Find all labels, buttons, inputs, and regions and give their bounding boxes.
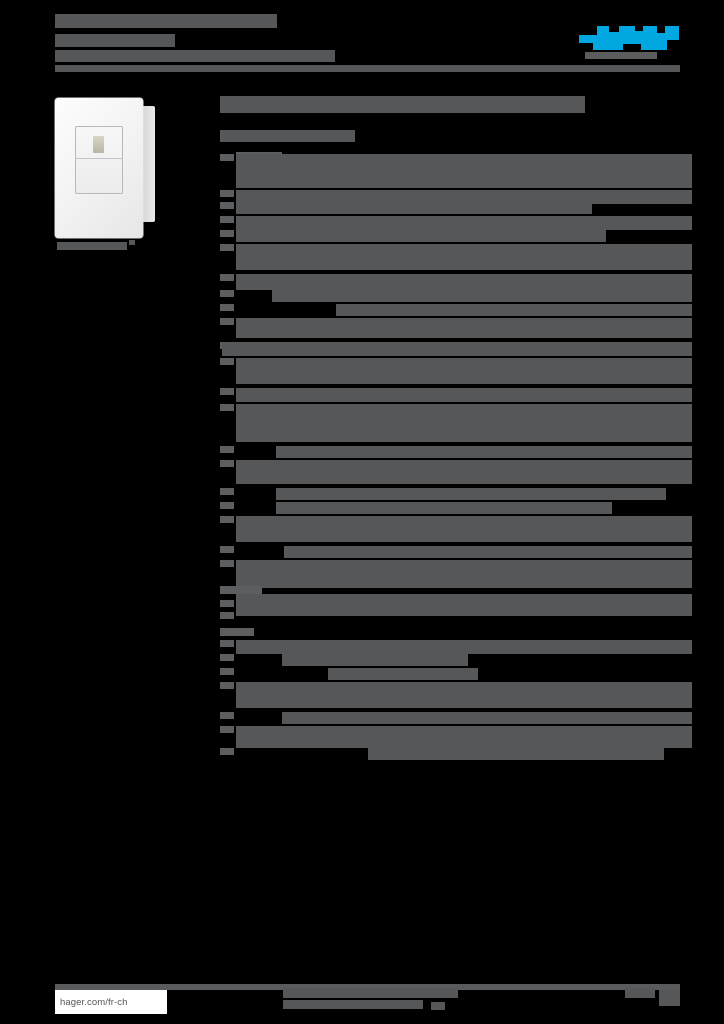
logo-mask-notch (579, 43, 593, 50)
footer-url-box[interactable]: hager.com/fr-ch (55, 990, 167, 1014)
row-label (220, 290, 234, 297)
header-divider-rule (55, 65, 680, 72)
row-label (220, 460, 234, 467)
row-label (220, 546, 234, 553)
row-value (236, 244, 692, 270)
row-value (282, 712, 692, 724)
product-photo (55, 90, 165, 260)
row-label (220, 516, 234, 523)
row-value (282, 654, 468, 666)
row-label (220, 682, 234, 689)
row-value (222, 342, 692, 356)
row-label (220, 446, 234, 453)
row-value (236, 388, 692, 402)
row-label (220, 358, 234, 365)
row-value (236, 190, 692, 204)
row-label (220, 216, 234, 223)
row-value (328, 668, 478, 680)
row-label (220, 668, 234, 675)
row-label (220, 600, 234, 607)
footer-center-bar-0 (283, 988, 458, 998)
row-label (220, 586, 262, 594)
row-value (276, 502, 612, 514)
product-caption-mark (129, 240, 135, 245)
header-title-line-2 (55, 50, 335, 62)
row-label (220, 274, 234, 281)
row-label (220, 488, 234, 495)
row-label (220, 654, 234, 661)
row-value (236, 230, 606, 242)
logo-mask-notch (623, 44, 641, 50)
row-label (220, 502, 234, 509)
row-value (236, 640, 692, 654)
row-value (284, 546, 692, 558)
logo-mask-notch (657, 26, 665, 33)
product-indicator-window (93, 136, 104, 153)
footer-url-text: hager.com/fr-ch (60, 996, 128, 1008)
row-label (220, 190, 234, 197)
row-label (220, 712, 234, 719)
main-content (208, 88, 692, 760)
header-title-line-0 (55, 14, 277, 28)
specifications-table (220, 152, 692, 588)
product-caption (57, 242, 127, 250)
row-value (336, 304, 692, 316)
product-rocker-divider (75, 158, 123, 159)
row-label (220, 640, 234, 647)
footer-page-bar-0 (625, 988, 655, 998)
logo-subtitle-bar (585, 52, 657, 59)
row-value (276, 446, 692, 458)
row-label (220, 318, 234, 325)
row-value (236, 358, 692, 384)
row-label (220, 230, 234, 237)
row-label (220, 612, 234, 619)
row-value (236, 318, 692, 338)
row-value (236, 682, 692, 708)
row-label (220, 202, 234, 209)
row-label (220, 304, 234, 311)
row-value (236, 726, 692, 748)
row-label (220, 560, 234, 567)
row-label (220, 404, 234, 411)
logo-mask-notch (635, 26, 643, 31)
footer-center-text (283, 988, 458, 1012)
footer-center-bar-2 (431, 1002, 445, 1010)
row-label (220, 388, 234, 395)
page-title (220, 96, 585, 113)
row-label (220, 154, 234, 161)
logo-mask-notch (667, 40, 679, 50)
hager-logo (579, 26, 679, 59)
row-value (236, 404, 692, 442)
section-label (220, 130, 355, 142)
row-value (236, 154, 692, 188)
logo-mask-notch (609, 26, 619, 32)
row-value (236, 560, 692, 588)
row-value (236, 460, 692, 484)
footer-divider-rule (55, 984, 680, 990)
logo-mask-notch (579, 26, 597, 35)
row-label (220, 748, 234, 755)
row-label (220, 244, 234, 251)
footer-center-bar-1 (283, 1000, 423, 1009)
row-label (220, 628, 254, 636)
row-value (276, 488, 666, 500)
row-value (236, 216, 692, 230)
row-value (236, 274, 692, 290)
document-header-title (55, 14, 335, 64)
accessories-table (220, 628, 692, 760)
summary-strip (220, 586, 692, 619)
header-title-line-1 (55, 34, 175, 47)
row-label (220, 726, 234, 733)
row-value (272, 290, 692, 302)
footer-page-bar-1 (659, 990, 680, 1006)
row-value (236, 202, 592, 214)
footer-page-number (625, 988, 680, 1010)
row-value (236, 516, 692, 542)
row-value (236, 594, 692, 616)
row-value (368, 748, 664, 760)
